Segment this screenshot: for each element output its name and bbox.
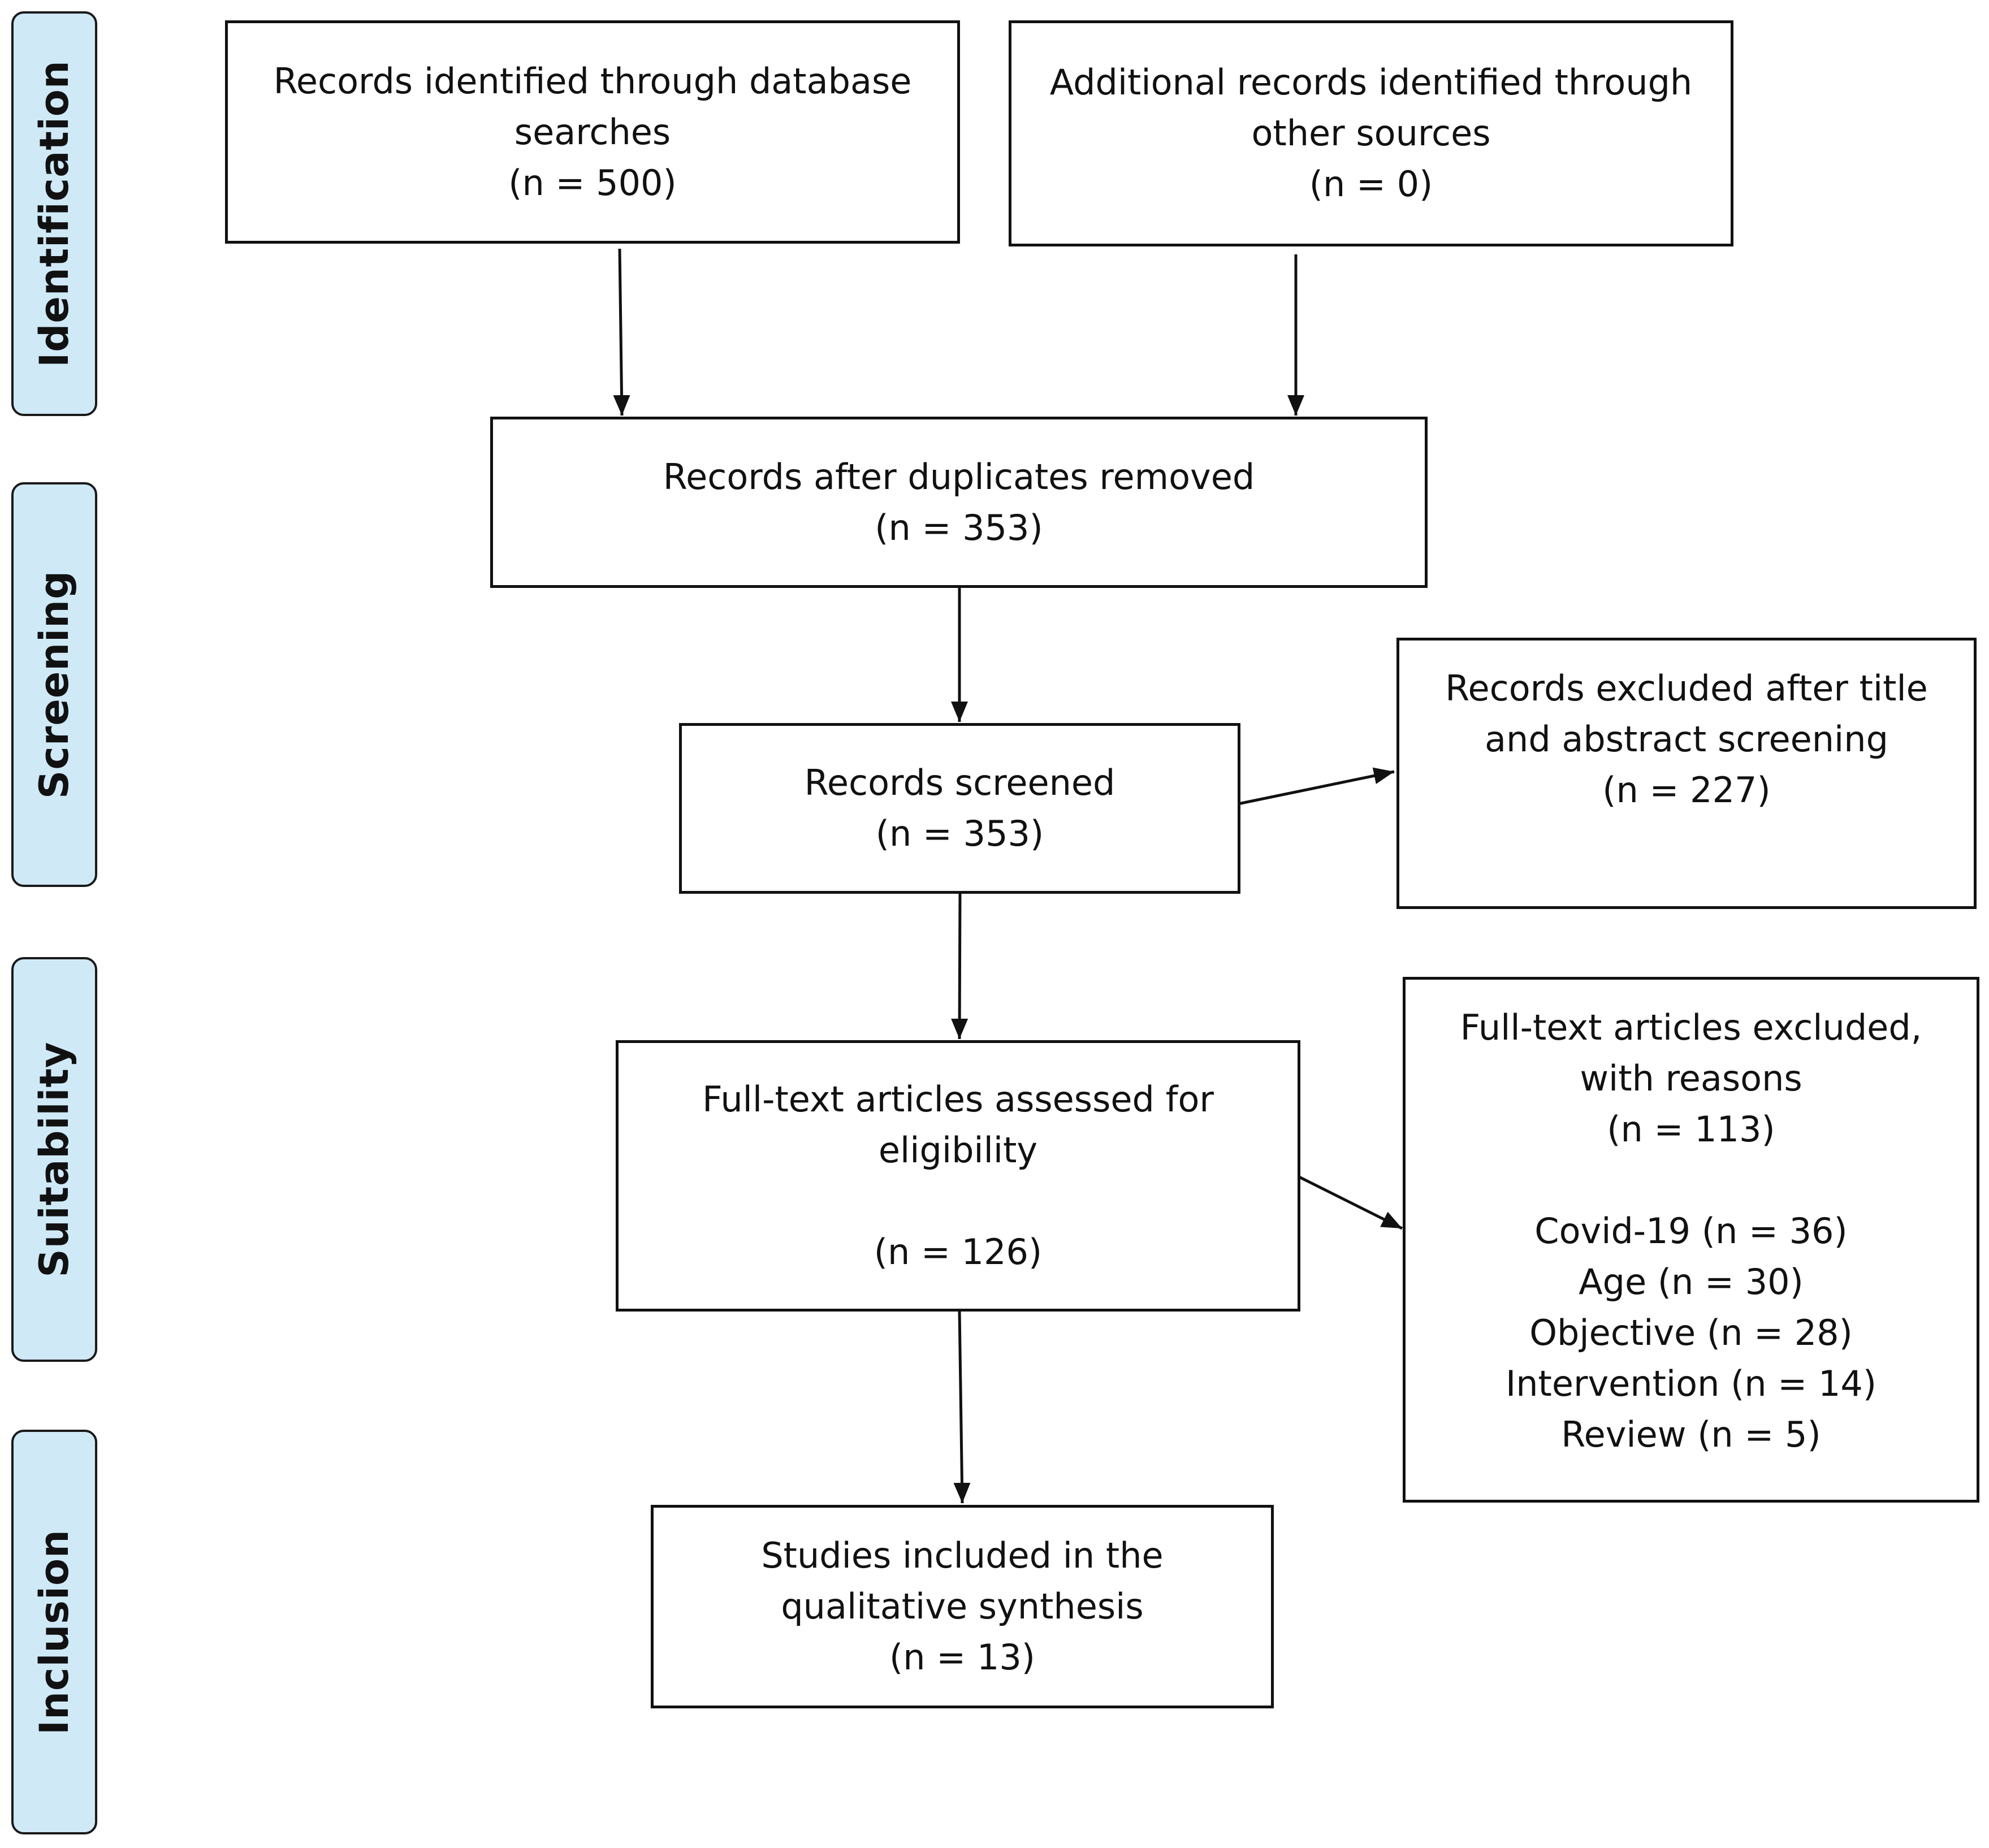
box-line: Full-text articles assessed for	[702, 1079, 1214, 1120]
arrow-fulltext-to-excluded	[1298, 1175, 1403, 1230]
phase-screening: Screening	[11, 482, 97, 887]
box-fulltext-excluded: Full-text articles excluded, with reason…	[1403, 977, 1979, 1503]
box-studies-included: Studies included in the qualitative synt…	[651, 1505, 1274, 1708]
box-line: Full-text articles excluded,	[1460, 1007, 1922, 1048]
box-count: (n = 500)	[508, 162, 677, 204]
reason-item: Objective (n = 28)	[1529, 1312, 1853, 1353]
box-fulltext-assessed: Full-text articles assessed for eligibil…	[616, 1040, 1300, 1312]
phase-identification: Identification	[11, 11, 97, 416]
box-line: searches	[514, 111, 671, 153]
box-count: (n = 126)	[874, 1231, 1043, 1273]
box-database-records: Records identified through database sear…	[225, 20, 960, 244]
arrow-fulltext-to-included	[953, 1310, 971, 1504]
box-line: Records excluded after title	[1445, 668, 1928, 709]
box-count: (n = 353)	[875, 507, 1043, 548]
box-line: Records after duplicates removed	[663, 456, 1255, 497]
box-count: (n = 0)	[1309, 163, 1433, 205]
arrow-database-to-dedup	[613, 248, 630, 416]
box-records-excluded: Records excluded after title and abstrac…	[1396, 638, 1977, 909]
box-other-sources: Additional records identified through ot…	[1009, 20, 1733, 246]
box-line: with reasons	[1580, 1058, 1802, 1099]
box-line: Records screened	[804, 762, 1115, 803]
box-line: and abstract screening	[1485, 719, 1888, 760]
reason-item: Review (n = 5)	[1561, 1414, 1821, 1455]
box-line: Additional records identified through	[1049, 62, 1693, 103]
arrow-screened-to-fulltext	[951, 891, 968, 1040]
box-line: Studies included in the	[761, 1535, 1164, 1576]
reason-item: Age (n = 30)	[1579, 1261, 1804, 1302]
reason-item: Covid-19 (n = 36)	[1534, 1210, 1848, 1252]
box-line: qualitative synthesis	[781, 1586, 1144, 1627]
box-line: eligibility	[878, 1129, 1038, 1171]
reason-item: Intervention (n = 14)	[1505, 1363, 1877, 1404]
box-count: (n = 113)	[1607, 1109, 1775, 1150]
box-line: other sources	[1251, 112, 1491, 154]
box-duplicates-removed: Records after duplicates removed (n = 35…	[490, 417, 1428, 588]
box-count: (n = 227)	[1602, 769, 1771, 811]
box-count: (n = 13)	[889, 1637, 1035, 1678]
box-records-screened: Records screened (n = 353)	[679, 723, 1240, 894]
box-count: (n = 353)	[875, 813, 1044, 854]
phase-suitability: Suitability	[11, 957, 97, 1362]
arrow-screened-to-excluded	[1238, 767, 1395, 806]
box-line: Records identified through database	[273, 60, 912, 102]
phase-inclusion: Inclusion	[11, 1430, 97, 1834]
